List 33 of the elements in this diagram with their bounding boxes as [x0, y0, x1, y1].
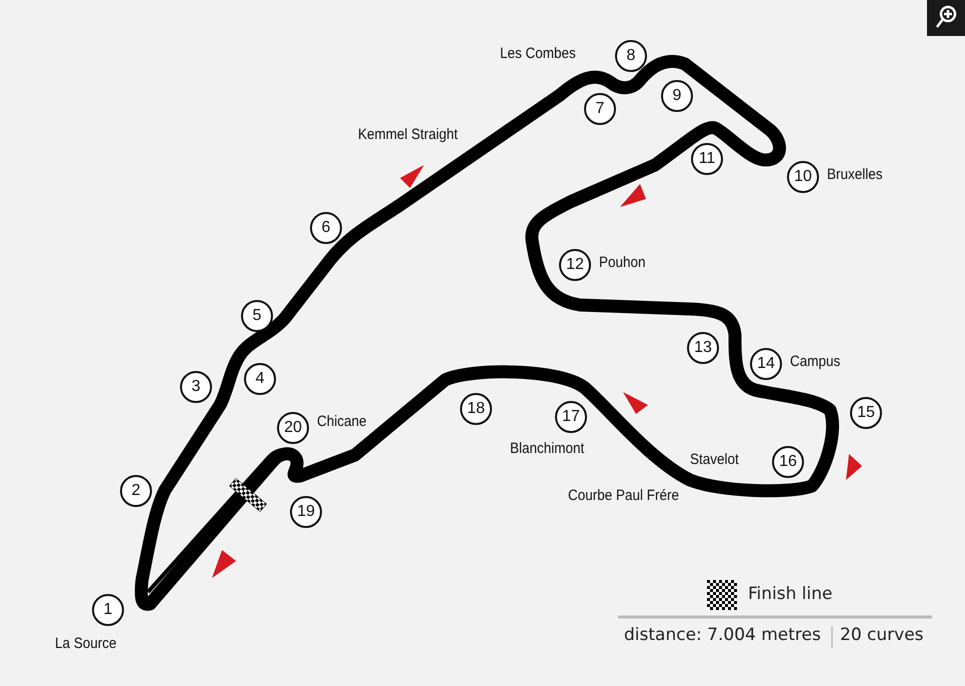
corner-name: Blanchimont [510, 440, 584, 457]
corner-number-circle: 1 [92, 594, 124, 626]
corner-number-circle: 5 [241, 300, 273, 332]
track-distance: distance: 7.004 metres [624, 625, 821, 645]
straight-name: Kemmel Straight [358, 126, 458, 143]
corner-number-circle: 20 [277, 412, 309, 444]
corner-name: Bruxelles [827, 166, 883, 183]
corner-number-circle: 13 [687, 332, 719, 364]
corner-number-circle: 18 [460, 393, 492, 425]
corner-number-circle: 4 [244, 363, 276, 395]
corner-number-circle: 6 [310, 212, 342, 244]
corner-name: Stavelot [690, 451, 739, 468]
corner-number-circle: 19 [290, 496, 322, 528]
corner-number-circle: 16 [772, 446, 804, 478]
legend-text: Finish line [748, 584, 832, 604]
corner-name: Chicane [317, 413, 367, 430]
corner-number-circle: 10 [787, 161, 819, 193]
curve-count: 20 curves [840, 625, 924, 645]
corner-name: La Source [55, 635, 117, 652]
corner-name: Campus [790, 353, 840, 370]
corner-number-circle: 3 [180, 371, 212, 403]
corner-number-circle: 11 [691, 143, 723, 175]
corner-number-circle: 2 [120, 475, 152, 507]
corner-number-circle: 14 [750, 348, 782, 380]
corner-name: Courbe Paul Frére [568, 487, 680, 504]
corner-number-circle: 15 [850, 397, 882, 429]
corner-name: Pouhon [599, 254, 646, 271]
corner-number-circle: 9 [661, 80, 693, 112]
corner-number-circle: 8 [615, 40, 647, 72]
corner-number-circle: 7 [584, 93, 616, 125]
corner-number-circle: 12 [559, 249, 591, 281]
corner-number-circle: 17 [555, 401, 587, 433]
corner-name: Les Combes [500, 45, 576, 62]
